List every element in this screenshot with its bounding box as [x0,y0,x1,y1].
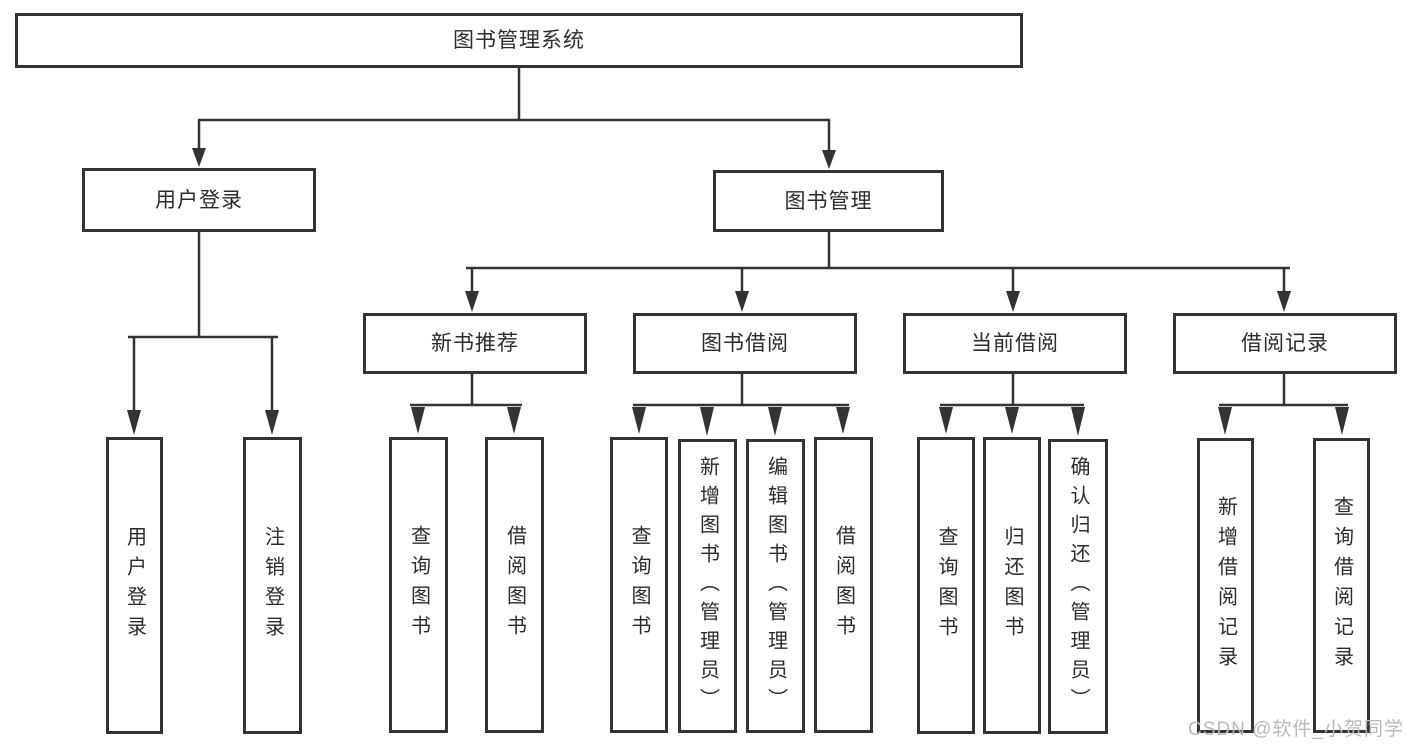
node-new-book-recommendation: 新书推荐 [363,313,587,374]
node-label: 借阅图书 [503,525,526,645]
node-label: 查询借阅记录 [1330,495,1353,676]
node-label: 借阅图书 [832,525,855,645]
node-label: 新书推荐 [431,332,519,355]
node-label: 用户登录 [123,525,146,646]
node-label: 归还图书 [1001,525,1023,646]
leaf-confirm-return-admin: 确认归还（管理员） [1048,439,1108,734]
node-label: 查询图书 [935,525,957,646]
node-user-login: 用户登录 [82,168,316,232]
node-label: 新增借阅记录 [1214,495,1237,676]
leaf-borrow-books-under-recommendation: 借阅图书 [485,437,544,733]
leaf-add-borrow-record: 新增借阅记录 [1197,438,1254,733]
leaf-query-books-under-borrowing: 查询图书 [610,437,668,733]
leaf-query-borrow-record: 查询借阅记录 [1313,438,1370,733]
node-label: 图书借阅 [701,332,789,355]
node-label: 用户登录 [155,188,243,212]
leaf-return-books: 归还图书 [983,437,1041,734]
node-label: 确认归还（管理员） [1067,456,1089,717]
csdn-watermark: CSDN @软件_小贺同学 [1188,719,1404,740]
node-label: 当前借阅 [971,332,1059,355]
node-label: 新增图书（管理员） [696,455,719,717]
node-borrow-records: 借阅记录 [1173,313,1397,374]
leaf-edit-book-admin: 编辑图书（管理员） [746,439,805,733]
node-label: 图书管理 [784,189,873,213]
node-current-borrowing: 当前借阅 [903,313,1127,374]
node-label: 图书管理系统 [453,29,585,52]
node-label: 注销登录 [261,525,284,646]
node-book-management: 图书管理 [713,170,944,232]
node-library-management-system: 图书管理系统 [15,13,1023,68]
leaf-user-login: 用户登录 [106,437,163,734]
leaf-logout: 注销登录 [243,437,302,734]
node-book-borrowing: 图书借阅 [633,313,857,374]
node-label: 编辑图书（管理员） [764,455,787,717]
node-label: 查询图书 [628,525,650,645]
leaf-query-books-under-recommendation: 查询图书 [389,437,448,733]
leaf-query-books-under-current: 查询图书 [917,437,975,734]
node-label: 借阅记录 [1241,332,1329,355]
leaf-borrow-books-under-borrowing: 借阅图书 [814,437,873,733]
leaf-add-book-admin: 新增图书（管理员） [678,439,737,733]
node-label: 查询图书 [407,525,430,645]
